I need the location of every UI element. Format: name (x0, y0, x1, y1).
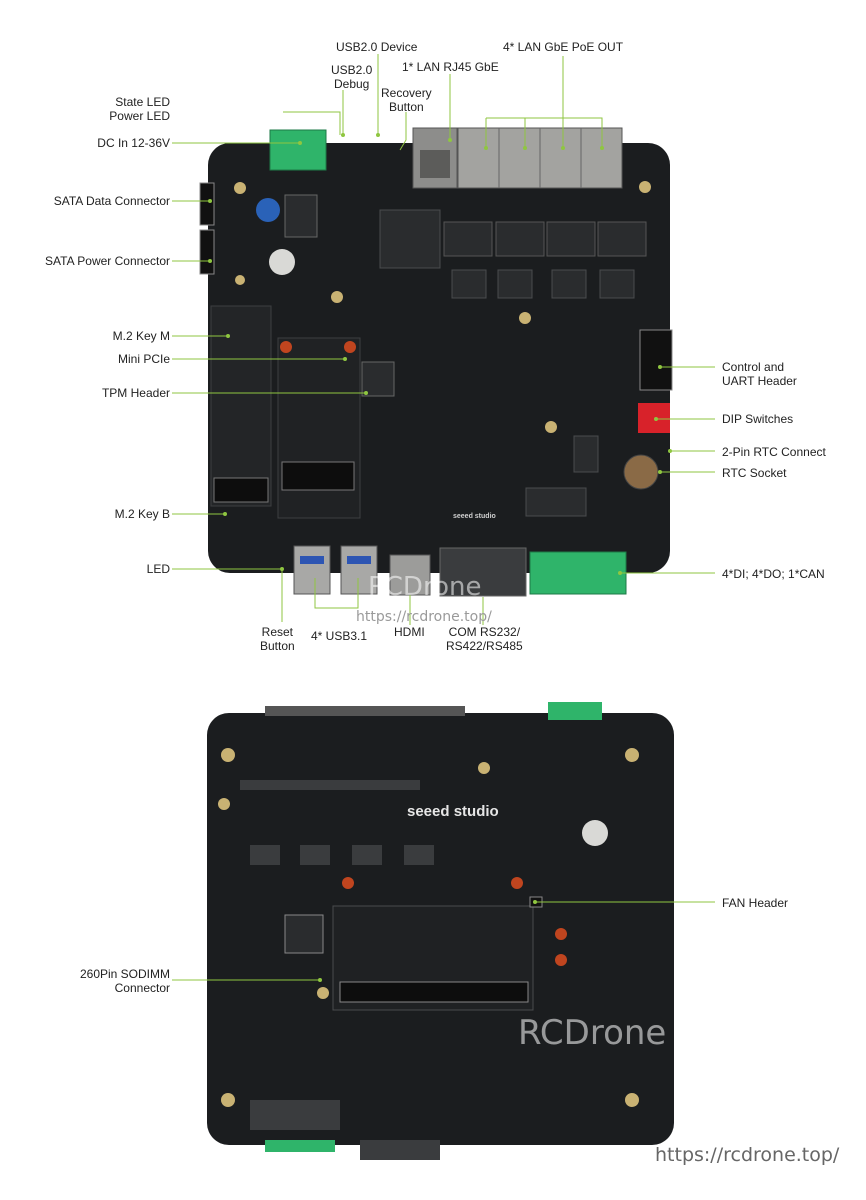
dio-can-terminal (529, 551, 627, 595)
lan-magnetics (443, 221, 647, 257)
hdmi-port (389, 554, 431, 596)
rj45-ports (412, 127, 623, 189)
label-reset-button: Reset Button (260, 625, 295, 653)
label-rtc-socket: RTC Socket (722, 466, 787, 480)
mounting-holes-bottom (218, 748, 639, 1107)
sata-power-connector (199, 229, 215, 275)
label-dc-in: DC In 12-36V (97, 136, 170, 150)
watermark-url-top: https://rcdrone.top/ (356, 609, 492, 625)
label-mini-pcie: Mini PCIe (117, 352, 170, 366)
mini-pcie-slot (277, 337, 361, 519)
rtc-socket (623, 454, 659, 490)
board-brand-text: seeed studio (407, 803, 499, 820)
label-usb2-device: USB2.0 Device (336, 40, 418, 54)
m2-key-m-slot (210, 305, 272, 507)
label-m2-key-m: M.2 Key M (112, 329, 170, 343)
dip-switches (638, 403, 670, 433)
label-m2-key-b: M.2 Key B (114, 507, 170, 521)
dc-in-terminal (269, 129, 327, 171)
label-lan-rj45: 1* LAN RJ45 GbE (402, 60, 499, 74)
usb31-port-right (340, 545, 378, 595)
label-dio-can: 4*DI; 4*DO; 1*CAN (722, 567, 825, 581)
label-rtc-connect: 2-Pin RTC Connect (722, 445, 826, 459)
label-sata-power: SATA Power Connector (45, 254, 170, 268)
usb31-port-left (293, 545, 331, 595)
leader-lines (172, 54, 715, 981)
sata-data-connector (199, 182, 215, 226)
label-fan-header: FAN Header (722, 896, 789, 910)
label-usb31: 4* USB3.1 (311, 629, 368, 643)
watermark-brand-bottom: RCDrone (518, 1013, 667, 1053)
label-com: COM RS232/ RS422/RS485 (446, 625, 523, 653)
watermark-brand-top: RCDrone (368, 572, 482, 602)
tpm-header (361, 361, 395, 397)
label-sata-data: SATA Data Connector (53, 194, 170, 208)
control-uart-header (639, 329, 673, 391)
label-state-led: State LED Power LED (109, 95, 170, 123)
com-db9-port (439, 547, 527, 597)
label-usb2-debug: USB2.0 Debug (331, 63, 373, 91)
label-sodimm: 260Pin SODIMM Connector (79, 967, 170, 995)
watermark-url-bottom: https://rcdrone.top/ (655, 1144, 840, 1166)
label-led: LED (146, 562, 170, 576)
label-tpm-header: TPM Header (101, 386, 170, 400)
mounting-holes-top (234, 181, 651, 433)
board-brand-small: seeed studio (453, 513, 496, 520)
label-control-uart: Control and UART Header (722, 360, 797, 388)
label-hdmi: HDMI (394, 625, 425, 639)
label-dip-switches: DIP Switches (722, 412, 794, 426)
label-lan-poe: 4* LAN GbE PoE OUT (503, 40, 624, 54)
label-recovery-button: Recovery Button (381, 86, 432, 114)
